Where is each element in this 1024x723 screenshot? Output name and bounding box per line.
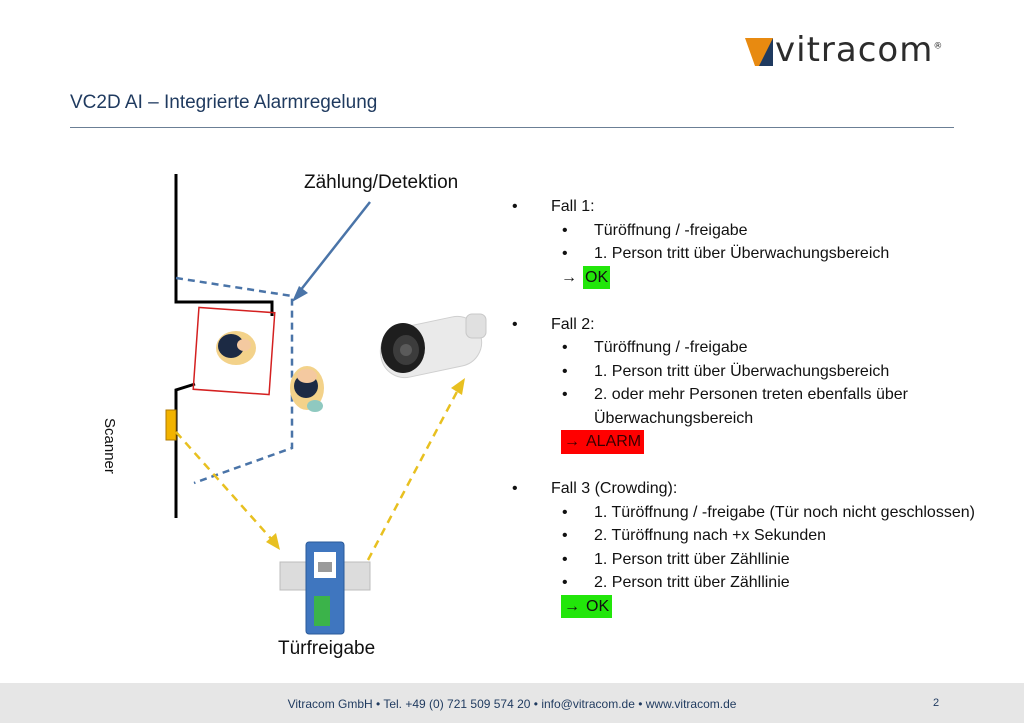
vitracom-logo-icon — [745, 38, 773, 66]
bullet: • — [562, 503, 568, 521]
case-1-result-row: → OK — [512, 265, 1022, 289]
scene-drawing — [165, 174, 487, 635]
bullet: • — [562, 527, 568, 544]
bullet: • — [562, 574, 568, 591]
footer-bar: Vitracom GmbH • Tel. +49 (0) 721 509 574… — [0, 683, 1024, 723]
door-relay-device — [279, 541, 371, 635]
list-item: • 1. Person tritt über Zähllinie — [512, 548, 1022, 572]
bullet: • — [562, 362, 568, 380]
list-item: • Türöffnung / -freigabe — [512, 219, 1022, 243]
door-release-label: Türfreigabe — [278, 638, 376, 659]
wall-upper — [174, 174, 274, 316]
ok-text: OK — [586, 597, 610, 615]
list-item-continuation: Überwachungsbereich — [512, 407, 1022, 431]
title-divider — [70, 127, 954, 128]
bullet: • — [512, 480, 518, 497]
signal-scanner-to-relay — [175, 431, 275, 543]
case-1-item: 1. Person tritt über Überwachungsbereich — [594, 245, 890, 262]
scene-diagram: Zählung/Detektion Türfreigabe Scanner — [0, 150, 500, 670]
scanner-label: Scanner — [101, 418, 118, 474]
arrow-right-icon: → — [564, 597, 580, 615]
signal-arrowhead-down — [266, 533, 280, 550]
person-top-view-2 — [290, 366, 324, 412]
camera-device — [379, 313, 487, 379]
case-3-item: 2. Person tritt über Zähllinie — [594, 574, 790, 591]
cases-list: • Fall 1: • Türöffnung / -freigabe • 1. … — [512, 195, 1022, 618]
ok-badge: → OK — [561, 594, 613, 618]
list-item: • 2. Türöffnung nach +x Sekunden — [512, 524, 1022, 548]
bullet: • — [562, 339, 568, 356]
page-title: VC2D AI – Integrierte Alarmregelung — [70, 92, 378, 113]
signal-relay-to-camera — [366, 385, 462, 561]
vitracom-logo: vitracom® — [745, 30, 965, 72]
footer-contact: Vitracom GmbH • Tel. +49 (0) 721 509 574… — [287, 697, 737, 711]
case-2-item: Überwachungsbereich — [594, 409, 754, 427]
case-1-item: Türöffnung / -freigabe — [594, 221, 748, 239]
case-2-title: Fall 2: — [551, 315, 595, 333]
alarm-badge: → ALARM — [561, 430, 645, 454]
page-number: 2 — [933, 697, 940, 709]
signal-arrowhead-up — [451, 378, 465, 395]
list-item: • 2. oder mehr Personen treten ebenfalls… — [512, 383, 1022, 407]
bullet: • — [562, 221, 568, 239]
ok-badge: OK — [583, 265, 611, 289]
case-3-item: 1. Person tritt über Zähllinie — [594, 550, 790, 568]
case-2-result: → ALARM — [561, 430, 645, 454]
scanner-device — [165, 409, 177, 441]
list-item: • Türöffnung / -freigabe — [512, 336, 1022, 360]
alarm-text: ALARM — [586, 433, 642, 450]
case-2-result-row: → ALARM — [512, 430, 1022, 454]
case-3-result: → OK — [561, 594, 613, 618]
arrow-right-icon: → — [564, 433, 580, 450]
counting-area — [192, 306, 276, 396]
bullet: • — [562, 245, 568, 262]
counting-pointer-line — [295, 201, 371, 297]
bullet: • — [512, 198, 518, 215]
detection-zone — [175, 276, 294, 485]
case-3-result-row: → OK — [512, 594, 1022, 618]
case-3-title-row: • Fall 3 (Crowding): — [512, 477, 1022, 501]
arrow-right-icon: → — [561, 268, 577, 286]
case-2-title-row: • Fall 2: — [512, 313, 1022, 337]
counting-detection-label: Zählung/Detektion — [304, 172, 459, 193]
list-item: • 1. Türöffnung / -freigabe (Tür noch ni… — [512, 501, 1022, 525]
bullet: • — [562, 550, 568, 568]
list-item: • 1. Person tritt über Überwachungsberei… — [512, 242, 1022, 266]
bullet: • — [512, 315, 518, 333]
wall-lower — [174, 382, 196, 518]
case-2-item: 2. oder mehr Personen treten ebenfalls ü… — [594, 386, 908, 403]
case-3-item: 1. Türöffnung / -freigabe (Tür noch nich… — [594, 503, 975, 521]
bullet: • — [562, 386, 568, 403]
case-1-title: Fall 1: — [551, 198, 595, 215]
person-top-view-1 — [216, 331, 256, 365]
case-2-item: Türöffnung / -freigabe — [594, 339, 748, 356]
list-item: • 1. Person tritt über Überwachungsberei… — [512, 360, 1022, 384]
case-3-item: 2. Türöffnung nach +x Sekunden — [594, 527, 827, 544]
case-3-title: Fall 3 (Crowding): — [551, 480, 678, 497]
case-1-title-row: • Fall 1: — [512, 195, 1022, 219]
list-item: • 2. Person tritt über Zähllinie — [512, 571, 1022, 595]
counting-pointer-head — [292, 286, 308, 302]
case-2-item: 1. Person tritt über Überwachungsbereich — [594, 362, 890, 380]
case-1-result: → OK — [561, 265, 611, 289]
logo-text: vitracom® — [775, 30, 944, 70]
